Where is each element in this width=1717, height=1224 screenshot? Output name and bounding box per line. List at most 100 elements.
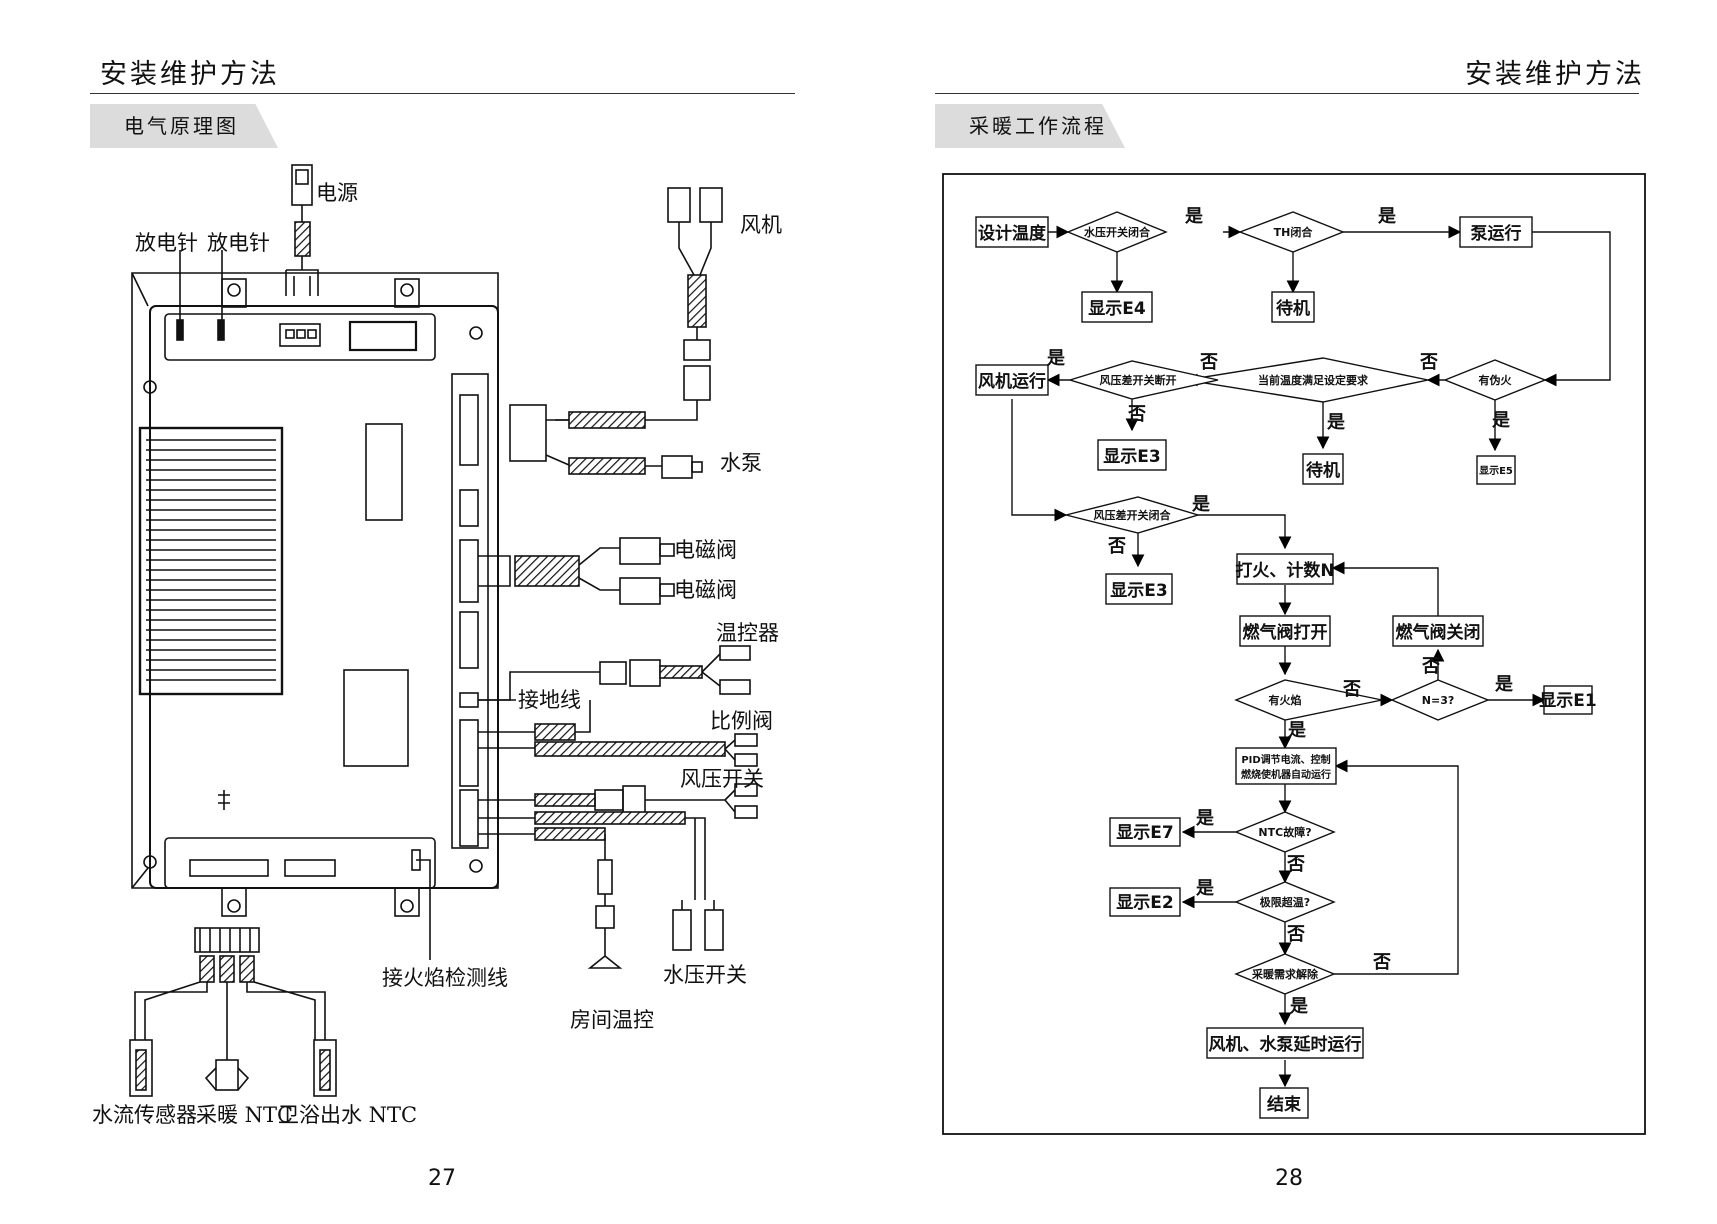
room-temp-connector	[595, 905, 615, 929]
edge-no: 否	[1286, 854, 1305, 875]
fan-cable-sleeve	[687, 274, 707, 328]
dip-switch-mark	[218, 790, 230, 810]
power-cable-sleeve	[294, 221, 311, 257]
thermostat-plug-b	[629, 659, 661, 687]
edge-no: 否	[1419, 352, 1438, 373]
left-page-number: 27	[428, 1166, 456, 1191]
text-show-e4: 显示E4	[1088, 299, 1146, 319]
text-fan-running: 风机运行	[978, 371, 1046, 392]
solenoid-board-leads	[478, 555, 511, 587]
harness-pins	[199, 928, 251, 952]
label-bath-outlet-ntc: 卫浴出水 NTC	[278, 1103, 417, 1127]
thermostat-terminal-2	[719, 679, 751, 695]
solenoid-valve-1-plug	[619, 537, 661, 565]
room-temp-plug	[597, 859, 613, 895]
node-water-pressure-switch-closed	[1066, 211, 1168, 253]
flow-sensor-plug-body	[135, 1049, 147, 1091]
discharge-pin-1-terminal	[176, 319, 184, 341]
edge-yes: 是	[1289, 996, 1308, 1017]
board-screw	[469, 859, 483, 873]
edge-no: 否	[1107, 536, 1126, 557]
prop-valve-split	[724, 739, 736, 761]
node-ignite-count	[1236, 553, 1334, 585]
board-screw	[143, 855, 157, 869]
node-gas-valve-open	[1239, 615, 1331, 647]
prop-valve-sleeve-b	[534, 741, 726, 757]
heating-ntc-sleeve	[219, 955, 235, 983]
text-set-temp: 设计温度	[978, 223, 1047, 244]
edge-yes: 是	[1046, 348, 1065, 369]
edge-yes: 是	[1191, 494, 1210, 515]
power-connector-socket	[279, 323, 321, 347]
text-pump-running: 泵运行	[1471, 223, 1522, 244]
board-component	[365, 423, 403, 521]
label-ground-wire: 接地线	[518, 688, 581, 712]
text-limit-overheat: 极限超温?	[1260, 895, 1310, 909]
prop-valve-terminal-2	[734, 753, 758, 767]
solenoid-valve-2-plug	[619, 577, 661, 605]
thermostat-split	[701, 653, 721, 687]
fan-leads	[678, 222, 712, 276]
mount-hole	[227, 283, 241, 297]
text-standby-1: 待机	[1276, 298, 1310, 319]
node-show-e5	[1476, 455, 1516, 485]
fan-board-plug	[509, 404, 547, 462]
node-show-e3-a	[1097, 439, 1167, 471]
solenoid-connector	[459, 539, 479, 603]
board-screw	[143, 380, 157, 394]
node-end	[1259, 1087, 1309, 1119]
text-gas-valve-open: 燃气阀打开	[1243, 622, 1328, 643]
bottom-panel	[164, 837, 436, 889]
edge-no: 否	[1127, 404, 1146, 425]
label-air-pressure-switch: 风压开关	[680, 767, 764, 791]
solenoid-valve-1-tip	[659, 543, 675, 557]
text-show-e1: 显示E1	[1539, 691, 1596, 711]
label-heating-ntc: 采暖 NTC	[196, 1103, 293, 1127]
air-switch-plug-b	[622, 785, 646, 815]
solenoid-valve-2-tip	[659, 583, 675, 597]
prop-valve-sleeve-a	[534, 723, 576, 741]
label-solenoid-valve-2: 电磁阀	[674, 578, 737, 602]
label-thermostat: 温控器	[716, 621, 779, 645]
text-has-flame: 有火焰	[1269, 693, 1302, 707]
edge-no: 否	[1199, 352, 1218, 373]
pin	[285, 329, 295, 339]
pump-cable-sleeve	[568, 457, 646, 475]
node-show-e2	[1109, 887, 1181, 917]
text-ntc-fault: NTC故障?	[1258, 825, 1311, 839]
pin	[307, 329, 317, 339]
edge-labels: 是 是 否 是 否 是 是 否 是 否 否 否 是 是 是 否 是 否 否 是	[1046, 206, 1513, 1017]
fan-pump-connector	[459, 394, 479, 466]
main-control-board	[149, 305, 499, 889]
water-pressure-terminal-2	[704, 909, 724, 951]
node-has-false-fire	[1443, 359, 1547, 401]
edge-yes: 是	[1195, 808, 1214, 829]
water-pressure-leads	[685, 817, 706, 900]
mount-hole	[400, 899, 414, 913]
flame-detection-lead	[416, 859, 431, 960]
thermostat-plug-a	[599, 661, 627, 685]
text-ignite-count: 打火、计数N	[1235, 560, 1334, 581]
prop-valve-connector	[459, 719, 479, 787]
edge-no: 否	[1372, 952, 1391, 973]
heating-ntc-plug	[215, 1059, 239, 1091]
text-show-e5: 显示E5	[1479, 465, 1513, 477]
text-air-pressure-switch-open: 风压差开关断开	[1100, 373, 1177, 387]
text-current-temp-ok: 当前温度满足设定要求	[1258, 373, 1369, 387]
flowchart-nodes	[975, 211, 1593, 1119]
pin	[296, 329, 306, 339]
prop-valve-leads	[478, 731, 535, 749]
text-show-e3-b: 显示E3	[1110, 581, 1167, 601]
water-pressure-lead-ends	[681, 900, 715, 910]
node-standby-1	[1271, 291, 1315, 323]
flow-sensor-sleeve	[199, 955, 215, 983]
flow-sensor-leads	[134, 981, 208, 1040]
edge-no: 否	[1286, 924, 1305, 945]
connector-column	[451, 373, 489, 849]
node-pump-running	[1459, 216, 1533, 248]
node-show-e3-b	[1105, 573, 1173, 605]
left-section-tab-label: 电气原理图	[124, 114, 239, 138]
node-pid-control	[1235, 747, 1337, 785]
edge-yes: 是	[1195, 878, 1214, 899]
